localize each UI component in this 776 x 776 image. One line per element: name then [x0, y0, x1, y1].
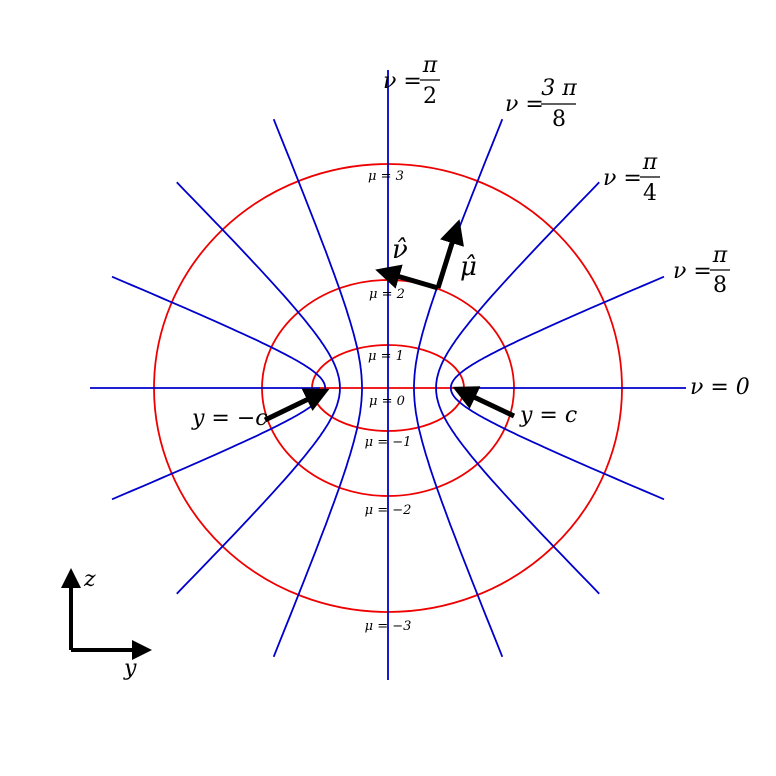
nu-label-pi-over-8: ν = π 8	[673, 243, 730, 298]
focus-label-right: y = c	[519, 403, 577, 428]
nu-label-3pi-over-8: ν = 3 π 8	[505, 76, 577, 132]
nu-label-pi-over-8-denom: 8	[713, 273, 727, 298]
mu-label-neg2: μ = −2	[365, 503, 412, 518]
nu-label-pi-over-4: ν = π 4	[603, 150, 660, 206]
nu-curve-pi-over-8-left	[111, 275, 327, 501]
nu-label-pi-over-2-lhs: ν =	[383, 69, 422, 94]
nu-label-pi-over-4-numer: π	[642, 150, 658, 175]
nu-curves-group	[90, 70, 686, 680]
mu-label-0: μ = 0	[369, 394, 405, 409]
nu-label-pi-over-2-denom: 2	[423, 84, 437, 109]
nu-label-pi-over-4-denom: 4	[643, 181, 657, 206]
nu-label-pi-over-4-lhs: ν =	[603, 166, 642, 191]
nu-label-0: ν = 0	[690, 375, 750, 400]
nu-curve-pi-over-4-left	[176, 181, 341, 595]
nu-label-3pi-over-8-numer: 3 π	[541, 76, 577, 101]
nu-label-3pi-over-8-denom: 8	[552, 107, 566, 132]
focus-arrow-left	[263, 388, 330, 423]
z-axis-label: z	[83, 567, 96, 592]
nu-curve-pi-over-4-right	[435, 181, 600, 595]
nu-label-pi-over-8-numer: π	[712, 243, 728, 268]
mu-label-3: μ = 3	[368, 169, 404, 184]
nu-label-3pi-over-8-lhs: ν =	[505, 92, 544, 117]
nu-label-pi-over-8-lhs: ν =	[673, 259, 712, 284]
mu-label-1: μ = 1	[368, 349, 404, 364]
nu-label-pi-over-2: ν = π 2	[383, 53, 440, 109]
nu-hat-label: ν̂	[392, 235, 408, 265]
nu-label-pi-over-2-numer: π	[422, 53, 438, 78]
mu-label-2: μ = 2	[369, 287, 405, 302]
nu-hat-arrow	[375, 264, 439, 291]
mu-label-neg3: μ = −3	[365, 619, 412, 634]
nu-curve-pi-over-8-right	[449, 275, 665, 501]
mu-label-neg1: μ = −1	[365, 435, 412, 450]
nu-curve-3pi-over-8-left	[272, 118, 363, 658]
mu-hat-label: μ̂	[460, 252, 477, 282]
mu-hat-arrow	[435, 219, 464, 289]
focus-label-left: y = −c	[191, 406, 268, 431]
y-axis-label: y	[123, 656, 137, 681]
focus-arrow-right	[452, 386, 516, 419]
